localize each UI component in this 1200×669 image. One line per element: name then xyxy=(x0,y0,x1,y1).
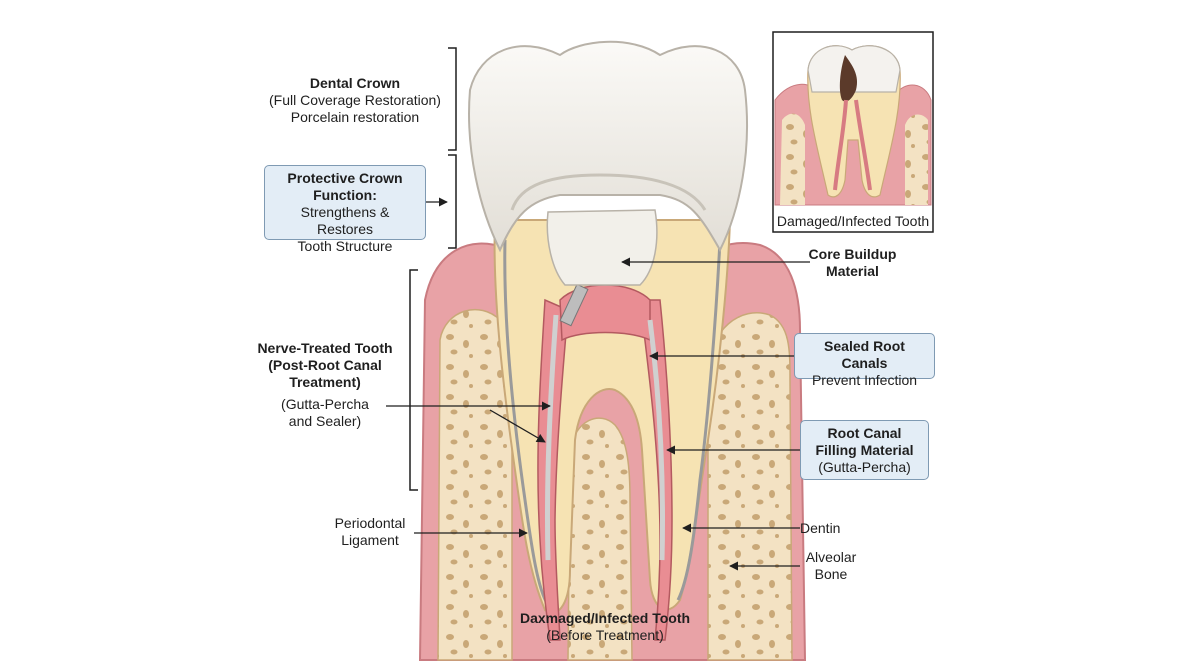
dentin-text: Dentin xyxy=(800,520,841,536)
leader-lines xyxy=(386,197,810,571)
filling-line3: (Gutta-Percha) xyxy=(818,459,911,475)
protective-crown-box: Protective Crown Function: Strengthens &… xyxy=(264,165,426,254)
bone-line2: Bone xyxy=(814,566,848,582)
nerve-line5: and Sealer) xyxy=(288,413,362,429)
dentin-label: Dentin xyxy=(800,520,850,537)
core-buildup-label: Core Buildup Material xyxy=(805,246,900,280)
bottom-title: Daxmaged/Infected Tooth xyxy=(519,610,691,626)
crown-label-line2: (Full Coverage Restoration) xyxy=(269,92,441,108)
periodontal-line1: Periodontal xyxy=(334,515,406,531)
nerve-title2: (Post-Root Canal xyxy=(268,357,382,373)
brackets xyxy=(409,47,457,491)
bottom-label: Daxmaged/Infected Tooth (Before Treatmen… xyxy=(480,610,730,644)
core-title2: Material xyxy=(826,263,879,279)
periodontal-ligament-line xyxy=(503,239,550,606)
bone-line1: Alveolar xyxy=(805,549,857,565)
sealed-title: Sealed Root Canals xyxy=(824,338,905,371)
protective-line3: Strengthens & Restores xyxy=(300,204,390,237)
nerve-title3: Treatment) xyxy=(289,374,361,390)
filling-title2: Filling Material xyxy=(815,442,914,458)
periodontal-label: Periodontal Ligament xyxy=(320,515,420,549)
core-title1: Core Buildup xyxy=(808,246,897,262)
dental-crown-shape xyxy=(468,40,748,253)
gutta-percha-left xyxy=(544,314,559,561)
periodontal-line2: Ligament xyxy=(341,532,399,548)
protective-title1: Protective Crown xyxy=(287,170,403,186)
nerve-title1: Nerve-Treated Tooth xyxy=(257,340,393,356)
bottom-line2: (Before Treatment) xyxy=(546,627,664,643)
alveolar-bone-label: Alveolar Bone xyxy=(796,549,866,583)
core-buildup-shape xyxy=(546,209,658,286)
nerve-treated-label: Nerve-Treated Tooth (Post-Root Canal Tre… xyxy=(250,340,400,430)
inset-caption-text: Damaged/Infected Tooth xyxy=(776,213,930,229)
gutta-percha-right xyxy=(647,319,665,561)
crown-label-title: Dental Crown xyxy=(309,75,401,91)
protective-line4: Tooth Structure xyxy=(297,238,393,254)
filling-title1: Root Canal xyxy=(827,425,902,441)
crown-label-line3: Porcelain restoration xyxy=(290,109,420,125)
nerve-line4: (Gutta-Percha xyxy=(281,396,369,412)
protective-title2: Function: xyxy=(313,187,377,203)
post xyxy=(559,283,589,327)
inset-illustration xyxy=(772,31,934,233)
inset-caption: Damaged/Infected Tooth xyxy=(773,213,933,230)
periodontal-ligament-line-right xyxy=(676,239,722,601)
root-canal-filling-box: Root Canal Filling Material (Gutta-Perch… xyxy=(800,420,929,480)
sealed-line2: Prevent Infection xyxy=(811,372,918,388)
crown-label: Dental Crown (Full Coverage Restoration)… xyxy=(255,75,455,126)
sealed-root-canals-box: Sealed Root Canals Prevent Infection xyxy=(794,333,935,388)
